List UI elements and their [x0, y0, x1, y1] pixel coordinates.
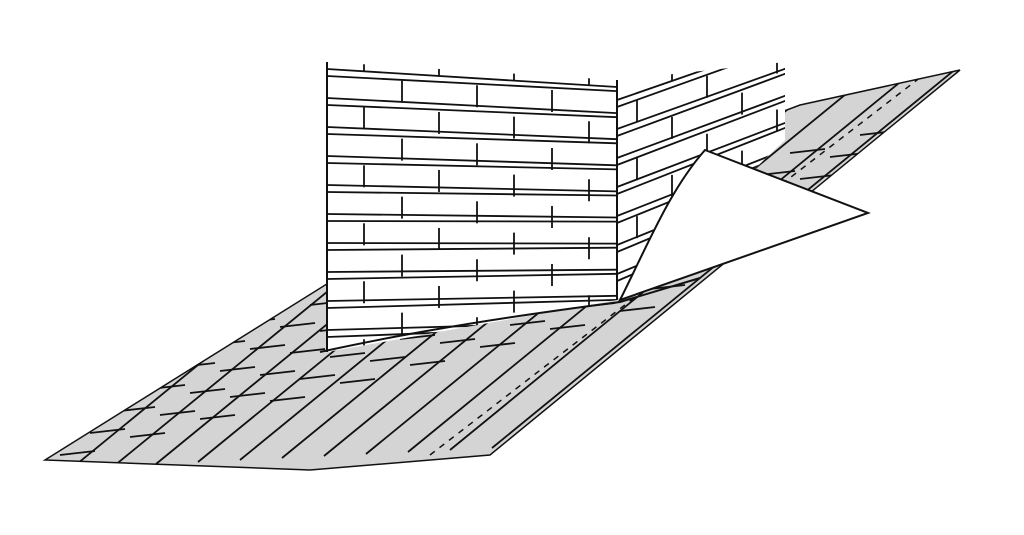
- brick-line: [327, 104, 617, 119]
- shingle-tab: [409, 360, 446, 366]
- shingle-tab: [909, 160, 946, 166]
- shingle-tab: [59, 450, 96, 456]
- brick-line: [327, 220, 617, 223]
- shingle-tab: [839, 178, 876, 184]
- shingle-tab: [619, 306, 656, 312]
- brick-line: [327, 246, 617, 251]
- shingle-tab: [1010, 121, 1024, 125]
- brick-line: [327, 191, 617, 197]
- shingle-tab: [929, 112, 960, 118]
- brick-line: [617, 93, 785, 159]
- brick-line: [327, 294, 617, 302]
- shingle-tab: [299, 374, 336, 380]
- shingle-tab: [439, 338, 476, 344]
- shingle-tab: [509, 320, 546, 326]
- brick-line: [327, 298, 617, 309]
- shingle-tab: [799, 174, 836, 180]
- shingle-tab: [970, 117, 1005, 121]
- shingle-tab: [159, 410, 196, 416]
- shingle-tab: [229, 392, 266, 398]
- shingle-tab: [369, 356, 406, 362]
- shingle-tab: [789, 248, 826, 254]
- brick-line: [327, 126, 617, 141]
- shingle-tab: [859, 230, 896, 236]
- shingle-tab: [329, 352, 366, 358]
- shingle-tab: [899, 134, 936, 140]
- shingle-tab: [939, 138, 960, 144]
- brick-line: [327, 75, 617, 93]
- step-flashing: [319, 277, 701, 353]
- brick-line: [327, 68, 617, 89]
- shingle-tab: [129, 432, 166, 438]
- shingle-tab: [399, 334, 436, 340]
- shingle-tab: [689, 288, 726, 294]
- shingle-tab: [259, 370, 296, 376]
- shingle-tab: [199, 414, 236, 420]
- shingle-tab: [89, 428, 126, 434]
- brick-line: [617, 98, 785, 166]
- shingle-tab: [279, 322, 316, 328]
- brick-line: [617, 66, 785, 130]
- shingle-tab: [980, 143, 1015, 147]
- chimney-front-face: [327, 62, 617, 352]
- shingle-tab: [339, 378, 376, 384]
- shingle-tab: [119, 406, 156, 412]
- brick-line: [327, 133, 617, 145]
- shingle-tab: [189, 388, 226, 394]
- shingle-tab: [829, 252, 866, 258]
- brick-line: [327, 272, 617, 280]
- shingle-tab: [869, 156, 906, 162]
- shingle-tab: [269, 396, 306, 402]
- cricket-flashing: [319, 148, 871, 353]
- shingle-tab: [889, 208, 926, 214]
- shingle-tab: [719, 266, 756, 272]
- brick-line: [617, 62, 785, 108]
- shingle-tab: [949, 164, 960, 170]
- shingle-tab: [549, 324, 586, 330]
- brick-line: [327, 62, 617, 67]
- shingle-tab: [789, 148, 826, 154]
- shingle-tab: [919, 186, 956, 192]
- shingle-tab: [759, 270, 796, 276]
- brick-line: [617, 71, 785, 137]
- brick-line: [617, 337, 790, 419]
- brick-line: [327, 184, 617, 193]
- cricket: [618, 148, 871, 302]
- brick-line: [327, 162, 617, 171]
- shingle-tab: [1000, 95, 1024, 99]
- shingle-tab: [289, 348, 326, 354]
- shingle-tab: [249, 344, 286, 350]
- brick-line: [327, 242, 617, 245]
- shingle-tab: [479, 342, 516, 348]
- shingle-tab: [219, 366, 256, 372]
- shingle-tab: [879, 182, 916, 188]
